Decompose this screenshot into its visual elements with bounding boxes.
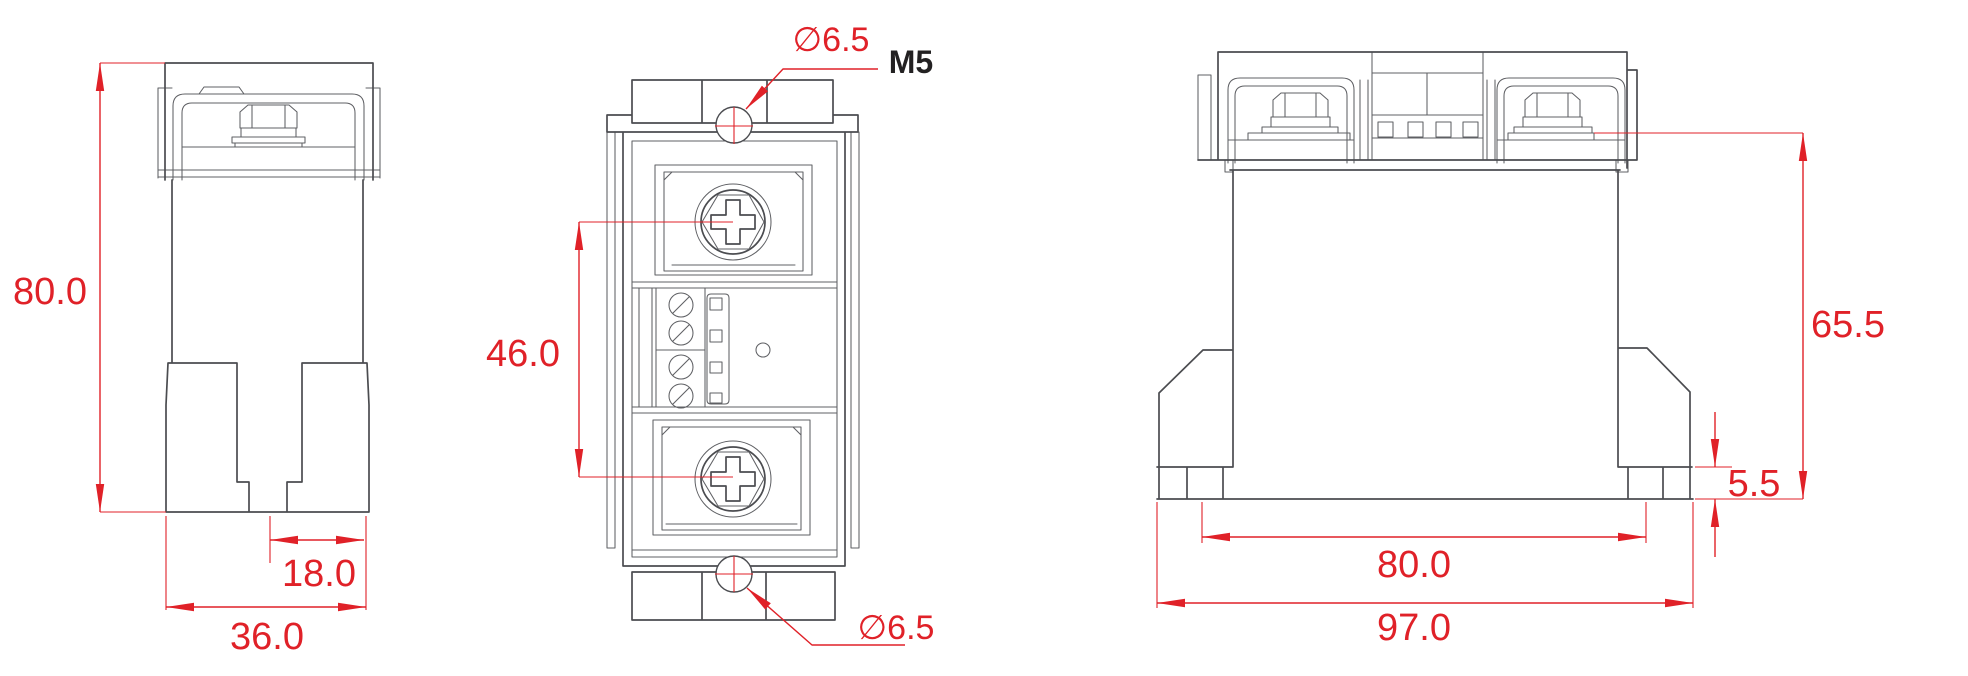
terminal-pad-frame [652, 419, 811, 536]
dim-label-side-height: 80.0 [13, 271, 87, 313]
top-control-terminal-block [638, 287, 771, 409]
terminal-cover-frame [1197, 74, 1355, 164]
screw-2 [668, 320, 694, 346]
front-terminal-right [1496, 77, 1629, 173]
terminal-screw-outer [694, 440, 772, 518]
extension-lines [1156, 502, 1694, 608]
dim-mount-hole-bottom: ∅6.5 [715, 556, 934, 647]
phillips-cross-icon [710, 199, 756, 245]
dim-label-thread: M5 [889, 44, 933, 80]
terminal-pad-frame [654, 164, 813, 276]
terminal-screw-hex [701, 451, 765, 507]
cover-foot [1224, 159, 1234, 173]
dim-front-width: 97.0 [1156, 502, 1694, 649]
terminal-screw-inner [700, 446, 766, 512]
screw-4-slot [672, 387, 690, 405]
front-view [1156, 51, 1694, 500]
dim-label-side-width: 36.0 [230, 616, 304, 658]
leader-line [745, 68, 878, 110]
screw-1-slot [672, 296, 690, 314]
top-body-outline [606, 79, 859, 621]
side-view [157, 62, 381, 513]
screw-1 [668, 292, 694, 318]
side-cover-clamp-detail [157, 86, 381, 181]
screw-3-slot [672, 358, 690, 376]
side-housing-outline [164, 62, 374, 513]
dim-side-width: 36.0 [166, 602, 366, 658]
front-center-connector [1359, 51, 1496, 161]
dim-front-height: 65.5 [1594, 132, 1885, 499]
phillips-cross-icon [710, 456, 756, 502]
dim-label-hole-bottom-diameter: ∅6.5 [858, 609, 935, 647]
dim-base-lip-height: 5.5 [1695, 412, 1803, 557]
dim-label-front-width: 97.0 [1377, 607, 1451, 649]
extension-lines [100, 62, 166, 513]
dim-terminal-screw-spacing: 46.0 [486, 221, 733, 478]
terminal-bolt [1247, 92, 1351, 141]
dim-label-hole-top-diameter: ∅6.5 [793, 21, 870, 59]
leader-line [746, 587, 905, 646]
hole-crosshair-icon [715, 556, 753, 592]
dim-label-side-tab-offset: 18.0 [282, 553, 356, 595]
control-terminal-screws [668, 292, 694, 409]
screw-4 [668, 383, 694, 409]
top-view [606, 79, 860, 621]
reference-lines [579, 221, 733, 478]
led-indicator [755, 342, 771, 358]
control-terminal-frame [638, 287, 730, 408]
dim-side-tab-offset: 18.0 [165, 516, 367, 610]
top-body-detail [606, 131, 860, 558]
dim-side-height: 80.0 [13, 62, 166, 513]
front-body-outline [1156, 51, 1694, 500]
dim-label-base-lip: 5.5 [1728, 463, 1781, 505]
screw-3 [668, 354, 694, 380]
hole-crosshair-icon [715, 107, 753, 144]
front-terminal-left [1197, 74, 1355, 173]
dim-label-mount-spacing: 80.0 [1377, 544, 1451, 586]
dim-mount-hole-top: ∅6.5 M5 [715, 21, 933, 144]
top-output-terminal-lower [652, 419, 811, 536]
dim-mount-hole-spacing: 80.0 [1201, 502, 1647, 586]
dim-label-front-height: 65.5 [1811, 304, 1885, 346]
cover-foot [1615, 159, 1629, 173]
side-bolt-head [231, 104, 306, 148]
top-output-terminal-upper [654, 164, 813, 276]
terminal-bolt [1507, 92, 1595, 141]
terminal-cover-frame [1496, 77, 1626, 164]
dimension-annotations: 80.0 18.0 36.0 ∅6.5 M5 46.0 ∅6.5 [13, 21, 1885, 658]
screw-2-slot [672, 324, 690, 342]
dim-label-screw-spacing: 46.0 [486, 333, 560, 375]
